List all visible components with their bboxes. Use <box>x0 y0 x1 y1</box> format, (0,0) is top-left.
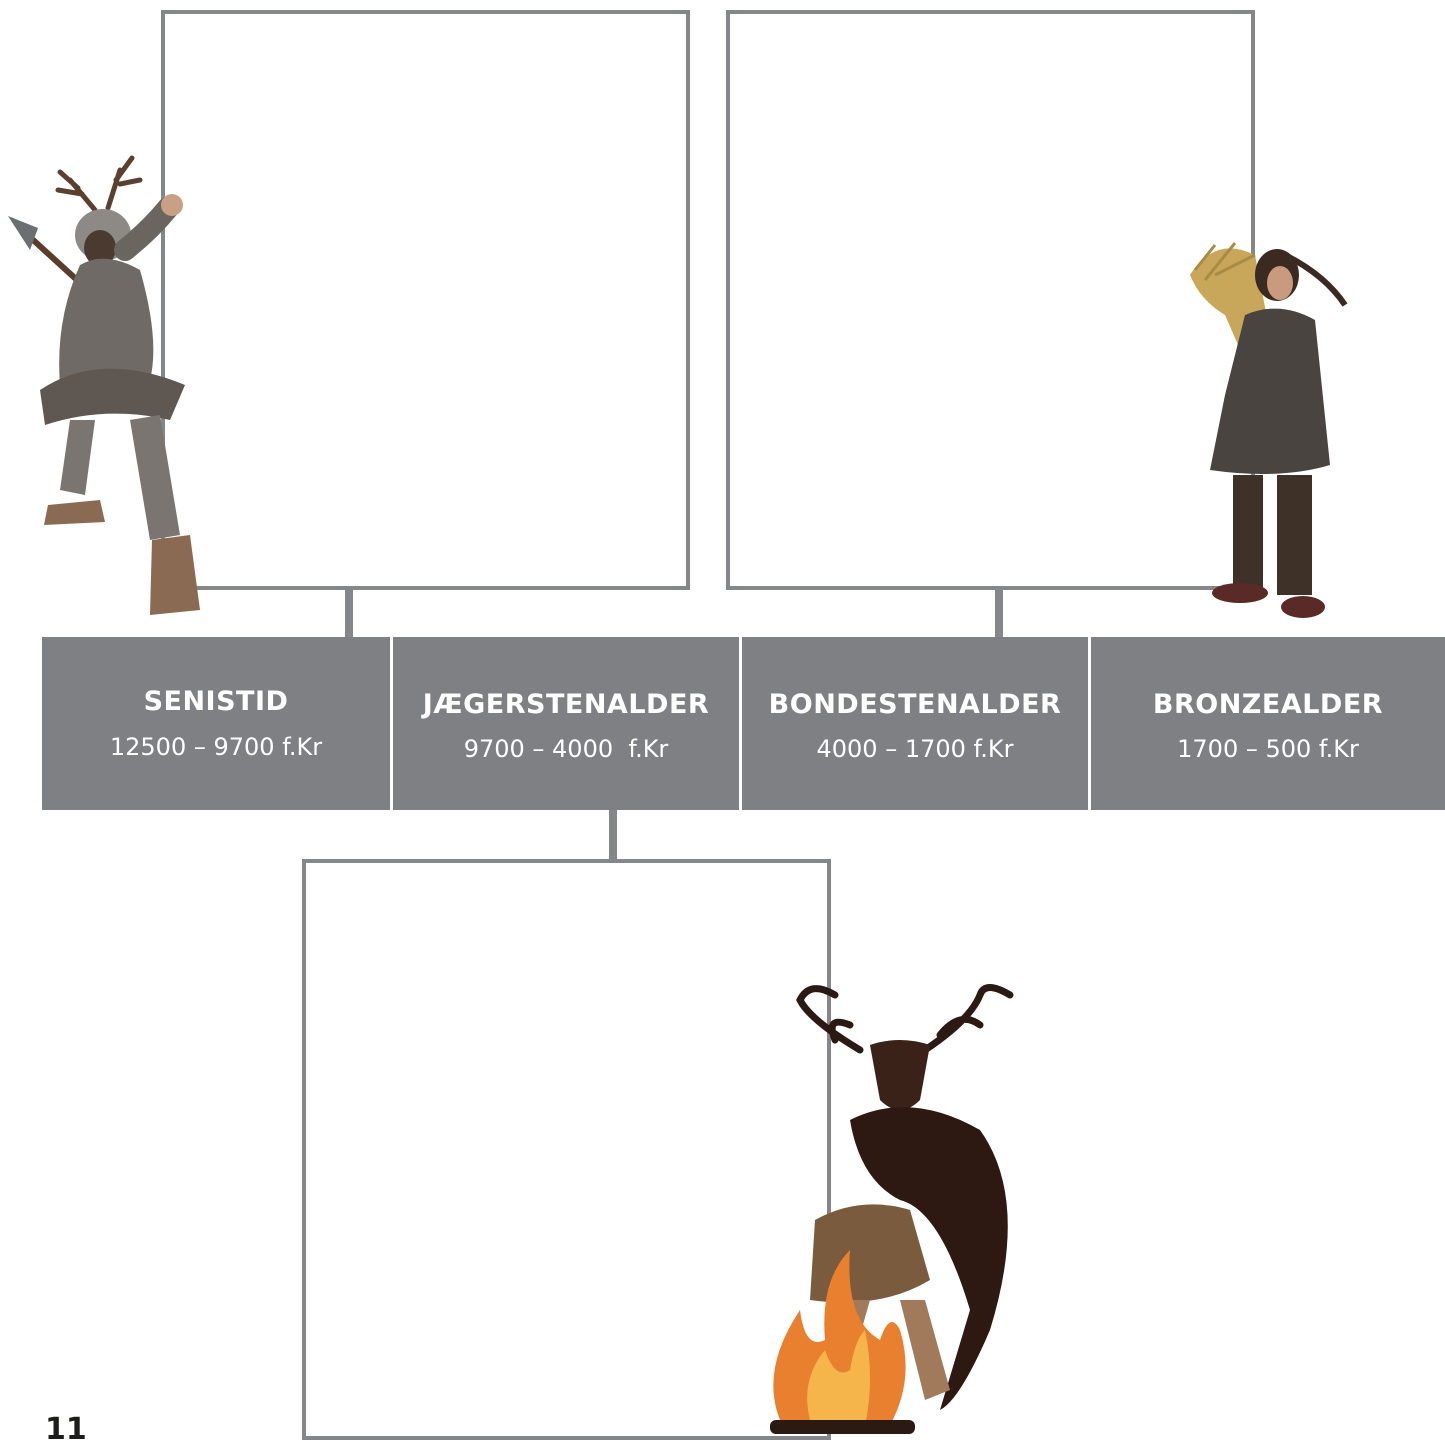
connector-bondestenalder <box>995 588 1003 638</box>
period-name: BONDESTENALDER <box>742 689 1088 720</box>
period-jaegerstenalder: JÆGERSTENALDER 9700 – 4000 f.Kr <box>393 637 739 810</box>
period-dates: 1700 – 500 f.Kr <box>1091 735 1445 763</box>
period-dates: 12500 – 9700 f.Kr <box>42 733 390 761</box>
picture-frame-bondestenalder <box>726 10 1255 590</box>
connector-jaegerstenalder <box>609 808 617 861</box>
period-senistid: SENISTID 12500 – 9700 f.Kr <box>42 637 390 810</box>
period-name: JÆGERSTENALDER <box>393 689 739 720</box>
period-bronzealder: BRONZEALDER 1700 – 500 f.Kr <box>1091 637 1445 810</box>
deer-spirit-illustration <box>740 980 1040 1450</box>
period-name: SENISTID <box>42 686 390 717</box>
woman-illustration <box>1185 235 1350 625</box>
picture-frame-senistid <box>161 10 690 590</box>
period-name: BRONZEALDER <box>1091 689 1445 720</box>
page-number: 11 <box>45 1412 87 1447</box>
hunter-illustration <box>0 150 230 620</box>
connector-senistid <box>345 588 353 638</box>
period-dates: 4000 – 1700 f.Kr <box>742 735 1088 763</box>
period-bondestenalder: BONDESTENALDER 4000 – 1700 f.Kr <box>742 637 1088 810</box>
period-dates: 9700 – 4000 f.Kr <box>393 735 739 763</box>
